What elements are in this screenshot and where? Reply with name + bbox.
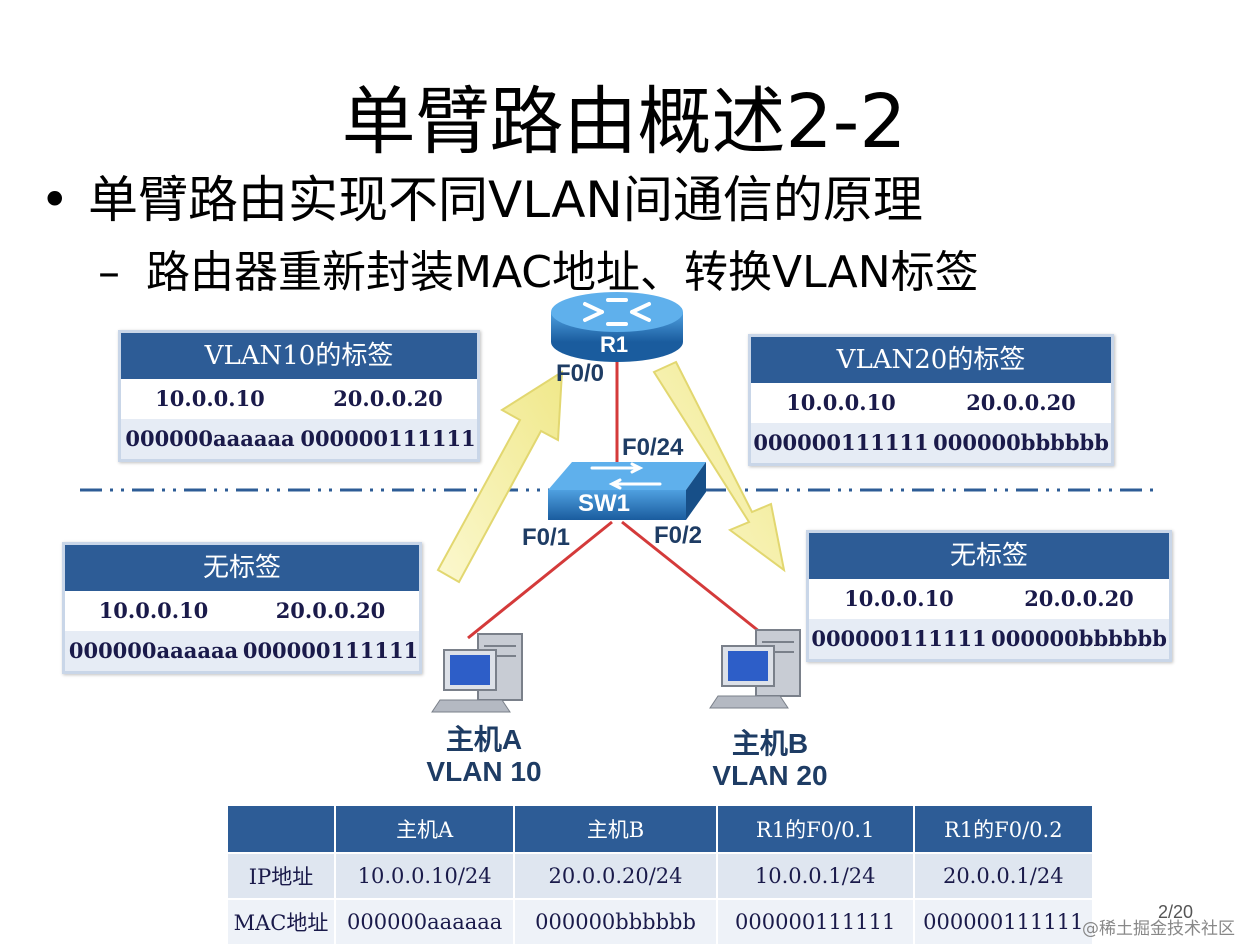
frame-ip-row: 10.0.0.10 20.0.0.20 — [751, 383, 1111, 423]
table-cell: 000000aaaaaa — [334, 898, 516, 946]
address-table: 主机A 主机B R1的F0/0.1 R1的F0/0.2 IP地址 10.0.0.… — [225, 804, 1095, 946]
bullet-level2-text: 路由器重新封装MAC地址、转换VLAN标签 — [146, 247, 979, 298]
host-b-label: 主机B VLAN 20 — [690, 728, 850, 792]
switch-name: SW1 — [578, 490, 631, 517]
table-cell: 000000111111 — [715, 898, 915, 946]
table-header-cell — [225, 804, 337, 854]
frame-mac-src: 000000aaaaaa — [125, 426, 295, 451]
frame-mac-dst: 000000bbbbbb — [991, 626, 1167, 651]
table-header-row: 主机A 主机B R1的F0/0.1 R1的F0/0.2 — [225, 804, 1095, 854]
frame-header: VLAN10的标签 — [121, 333, 477, 379]
switch-uplink-port-label: F0/24 — [622, 434, 684, 461]
switch-icon — [548, 462, 706, 520]
frame-vlan20-tag: VLAN20的标签 10.0.0.10 20.0.0.20 00000011111… — [748, 334, 1114, 466]
frame-ip-src: 10.0.0.10 — [98, 598, 209, 623]
table-header-cell: R1的F0/0.1 — [715, 804, 915, 854]
table-cell: 20.0.0.1/24 — [912, 852, 1095, 900]
frame-header: 无标签 — [65, 545, 419, 591]
frame-vlan10-tag: VLAN10的标签 10.0.0.10 20.0.0.20 000000aaaaa… — [118, 330, 480, 462]
frame-ip-row: 10.0.0.10 20.0.0.20 — [809, 579, 1169, 619]
link-switch-hosta — [467, 520, 613, 640]
link-switch-hostb — [621, 520, 761, 634]
router-port-label: F0/0 — [556, 360, 605, 387]
table-row: IP地址 10.0.0.10/24 20.0.0.20/24 10.0.0.1/… — [225, 852, 1095, 900]
arrow-up — [436, 370, 564, 584]
page-number: 2/20 — [1158, 902, 1194, 922]
table-cell: 10.0.0.1/24 — [715, 852, 915, 900]
frame-mac-dst: 000000bbbbbb — [933, 430, 1109, 455]
frame-ip-dst: 20.0.0.20 — [966, 390, 1076, 415]
frame-ip-dst: 20.0.0.20 — [275, 598, 386, 623]
frame-mac-src: 000000111111 — [753, 430, 929, 455]
host-b-name: 主机B — [731, 728, 809, 759]
table-row: MAC地址 000000aaaaaa 000000bbbbbb 00000011… — [225, 898, 1095, 946]
bullet-dash-icon: – — [98, 247, 120, 298]
slide-title: 单臂路由概述2-2 — [341, 79, 907, 165]
table-row-header: MAC地址 — [225, 898, 337, 946]
table-cell: 000000bbbbbb — [513, 898, 718, 946]
host-b-vlan: VLAN 20 — [712, 760, 828, 791]
watermark: @稀土掘金技术社区 — [1082, 919, 1235, 939]
bullet-level1: • 单臂路由实现不同VLAN间通信的原理 — [40, 160, 923, 232]
router-icon — [551, 292, 683, 362]
bullet-level2: –路由器重新封装MAC地址、转换VLAN标签 — [98, 236, 979, 300]
frame-ip-row: 10.0.0.10 20.0.0.20 — [65, 591, 419, 631]
frame-mac-dst: 000000111111 — [300, 426, 476, 451]
arrow-down — [652, 360, 786, 573]
router-name: R1 — [600, 332, 629, 357]
frame-ip-dst: 20.0.0.20 — [333, 386, 443, 411]
frame-mac-src: 000000aaaaaa — [68, 638, 239, 663]
frame-ip-src: 10.0.0.10 — [844, 586, 954, 611]
frame-mac-src: 000000111111 — [811, 626, 987, 651]
switch-port-b-label: F0/2 — [654, 522, 703, 549]
host-a-name: 主机A — [445, 724, 523, 755]
host-a-vlan: VLAN 10 — [426, 756, 542, 787]
table-cell: 000000111111 — [912, 898, 1095, 946]
switch-port-a-label: F0/1 — [522, 524, 571, 551]
host-a-label: 主机A VLAN 10 — [404, 724, 564, 788]
host-b-computer-icon — [709, 629, 801, 709]
frame-ip-row: 10.0.0.10 20.0.0.20 — [121, 379, 477, 419]
table-row-header: IP地址 — [225, 852, 337, 900]
frame-ip-src: 10.0.0.10 — [786, 390, 896, 415]
table-header-cell: R1的F0/0.2 — [912, 804, 1095, 854]
frame-ip-dst: 20.0.0.20 — [1024, 586, 1134, 611]
frame-header: VLAN20的标签 — [751, 337, 1111, 383]
host-a-computer-icon — [431, 633, 523, 713]
table-header-cell: 主机A — [334, 804, 516, 854]
table-cell: 20.0.0.20/24 — [513, 852, 718, 900]
frame-header: 无标签 — [809, 533, 1169, 579]
bullet-dot-icon: • — [40, 171, 70, 229]
table-cell: 10.0.0.10/24 — [334, 852, 516, 900]
frame-ip-src: 10.0.0.10 — [155, 386, 265, 411]
bullet-level1-text: 单臂路由实现不同VLAN间通信的原理 — [88, 171, 923, 229]
table-header-cell: 主机B — [513, 804, 718, 854]
frame-mac-dst: 000000111111 — [242, 638, 419, 663]
